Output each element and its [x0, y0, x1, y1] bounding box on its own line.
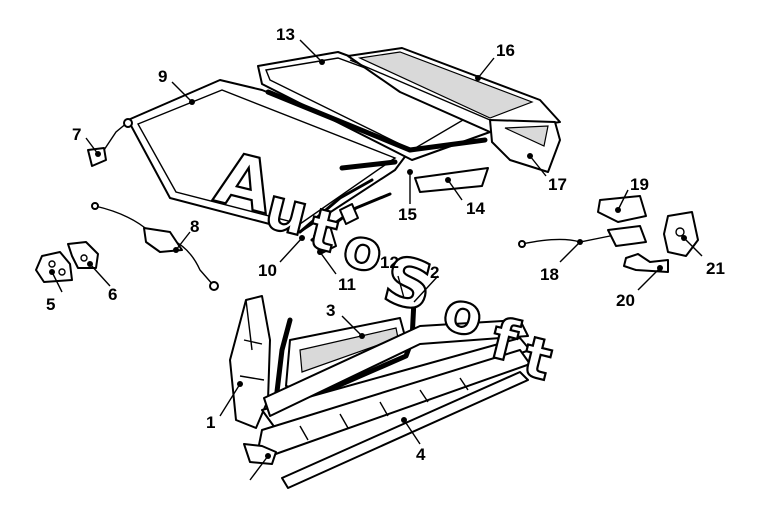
hinge-5	[35, 251, 73, 283]
callout-5: 5	[46, 295, 55, 314]
rear-panel-17	[489, 119, 561, 173]
wiper-motor-7	[87, 118, 133, 167]
callout-9: 9	[158, 67, 167, 86]
callout-8: 8	[190, 217, 199, 236]
callout-12: 12	[380, 253, 399, 272]
callout-18: 18	[540, 265, 559, 284]
callout-11: 11	[338, 275, 356, 294]
watermark-char-6: o	[437, 279, 490, 351]
callout-20: 20	[616, 291, 635, 310]
callout-14: 14	[466, 199, 485, 218]
callout-2: 2	[430, 263, 439, 282]
rocker-panel-4	[257, 337, 531, 489]
callout-17: 17	[548, 175, 567, 194]
callout-15: 15	[398, 205, 417, 224]
callout-4: 4	[416, 445, 426, 464]
linkage-8	[91, 202, 219, 291]
latch-21	[663, 211, 699, 257]
callout-6: 6	[108, 285, 117, 304]
lever-20	[623, 253, 669, 273]
rear-window-glass	[127, 79, 411, 233]
hinge-6	[67, 241, 99, 269]
roof-seal-strips	[265, 89, 488, 171]
leader-lines	[49, 39, 703, 481]
roof-panel-16	[347, 47, 561, 133]
callout-21: 21	[706, 259, 725, 278]
callout-1: 1	[206, 413, 215, 432]
cable-18	[518, 235, 611, 248]
callout-13: 13	[276, 25, 295, 44]
callouts: 1 2 3 4 5 6 7 8 9 10 11 12 13 14 15 16 1…	[46, 25, 725, 464]
callout-19: 19	[630, 175, 649, 194]
cable-10-15	[298, 178, 392, 255]
callout-3: 3	[326, 301, 335, 320]
callout-7: 7	[72, 125, 81, 144]
callout-10: 10	[258, 261, 277, 280]
pillar-panel-1	[229, 295, 271, 429]
inner-rail	[263, 319, 529, 417]
bracket-19	[597, 195, 647, 247]
trim-strip-14	[414, 167, 489, 193]
callout-16: 16	[496, 41, 515, 60]
